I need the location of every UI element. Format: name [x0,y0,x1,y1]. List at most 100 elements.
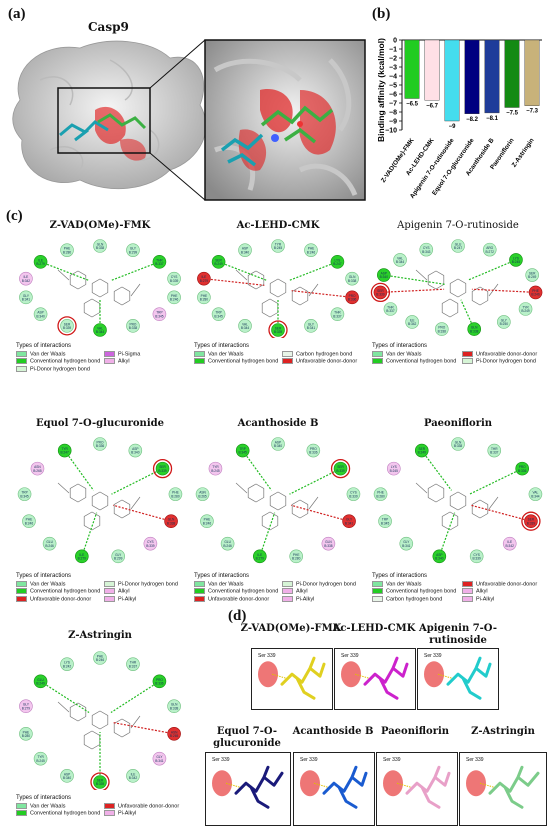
legend-item: Pi-Alkyl [462,595,550,603]
svg-text:PHE: PHE [172,491,179,495]
legend-title: Types of interactions [372,343,428,349]
svg-text:TYR: TYR [275,243,282,247]
ser339-surface [300,770,320,797]
svg-text:GLY: GLY [346,518,353,522]
legend-label: Van der Waals [30,581,66,588]
svg-text:B:338: B:338 [170,706,179,710]
diagram-title: Paeoniflorin [423,418,493,429]
svg-text:PHE: PHE [26,518,33,522]
legend-swatch [462,581,473,587]
legend-label: Conventional hydrogen bond [30,810,101,817]
svg-text:B:249: B:249 [214,262,223,266]
residue-label: Ser 339 [258,653,276,659]
svg-text:B:265: B:265 [170,734,179,738]
pose-render [424,656,492,700]
legend-label: Unfavorable donor-donor [296,358,358,365]
svg-text:B:249: B:249 [418,451,427,455]
interaction-diagram: PROB:336ASPB:340SERB:339PHEB:280GLNB:338… [17,437,183,564]
svg-text:GLY: GLY [115,553,122,557]
svg-text:PRO: PRO [519,465,526,469]
legend-item: Unfavorable donor-donor [194,595,282,603]
legend-swatch [104,581,115,587]
y-axis-label: Binding affinity (kcal/mol) [376,38,386,142]
svg-text:B:339: B:339 [274,330,283,334]
svg-text:B:344: B:344 [241,326,250,330]
svg-text:SER: SER [528,518,535,522]
bar-value-label: −6.7 [426,103,439,109]
diagram-title: Equol 7-O-glucuronide [36,418,164,429]
svg-text:B:342: B:342 [22,279,31,283]
legend-label: Conventional hydrogen bond [208,358,279,365]
svg-text:B:336: B:336 [518,469,527,473]
y-tick-label: −5 [389,83,397,90]
svg-text:B:341: B:341 [22,298,31,302]
legend-label: Pi-Alkyl [296,596,315,603]
legend-item: Pi-Donor hydrogen bond [16,365,104,373]
svg-text:B:345: B:345 [381,521,390,525]
legend-item: Van der Waals [16,351,104,358]
svg-text:B:279: B:279 [78,557,87,561]
svg-text:B:279: B:279 [36,262,45,266]
legend-swatch [462,588,473,595]
svg-text:B:339: B:339 [349,494,358,498]
legend-swatch [282,351,293,357]
ligand-sticks [405,765,451,809]
svg-text:GLY: GLY [23,294,30,298]
legend-label: Unfavorable donor-donor [476,581,538,588]
svg-text:B:299: B:299 [114,557,123,561]
legend-swatch [104,595,115,602]
pose-panel: Ser 339 [205,752,291,826]
legend-item: Van der Waals [194,351,282,358]
svg-text:TRP: TRP [215,311,221,315]
svg-text:B:246: B:246 [170,298,179,302]
svg-text:B:340: B:340 [241,250,250,254]
svg-text:PHE: PHE [97,655,104,659]
svg-text:B:341: B:341 [155,759,164,763]
svg-text:SER: SER [529,272,536,276]
bar-value-label: −7.3 [526,109,539,115]
svg-text:B:279: B:279 [200,279,209,283]
legend-label: Conventional hydrogen bond [30,588,101,595]
y-tick-label: −1 [389,47,397,54]
ligand-sticks [446,656,492,700]
svg-text:B:336: B:336 [348,298,357,302]
legend-swatch [194,358,205,365]
bar-0 [404,39,420,99]
svg-text:CYS: CYS [147,540,154,544]
legend-label: Carbon hydrogen bond [386,596,443,603]
pose-title: Z-Astringin [471,726,535,737]
svg-text:B:245: B:245 [36,759,45,763]
svg-text:ASP: ASP [132,447,138,451]
ligand-skeleton [57,269,141,318]
legend-swatch [282,595,293,602]
residue-label: Ser 339 [300,757,318,763]
legend-item: Pi-Alkyl [282,595,370,603]
legend-label: Pi-Alkyl [476,596,495,603]
ser339-highlight-ring [370,282,391,303]
interaction-diagram: ASPB:340PROB:336SERB:339CYSB:339GLYB:341… [195,437,361,564]
svg-text:TRP: TRP [382,518,388,522]
legend-item: Van der Waals [194,581,282,588]
svg-text:B:337: B:337 [333,314,342,318]
svg-text:PHE: PHE [377,491,384,495]
legend-item: Van der Waals [16,581,104,588]
svg-text:GLU: GLU [455,243,462,247]
pose-render [383,765,451,809]
